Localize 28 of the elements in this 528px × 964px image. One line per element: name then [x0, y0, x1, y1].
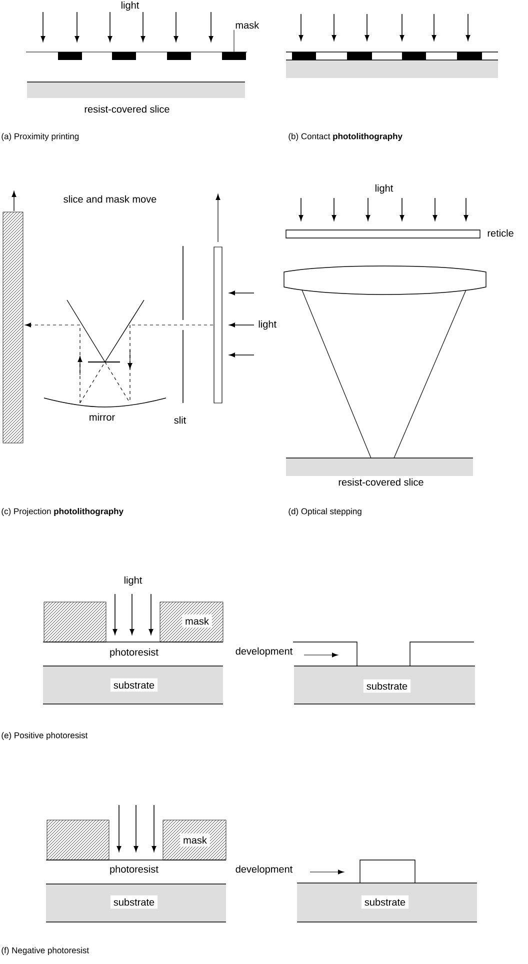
label: substrate — [110, 678, 158, 692]
label: photoresist — [110, 648, 158, 658]
label: reticle — [488, 229, 514, 237]
label: light — [258, 320, 276, 330]
caption: (e) Positive photoresist — [2, 732, 88, 740]
label: substrate — [110, 895, 158, 909]
label: development — [236, 647, 293, 657]
label: substrate — [363, 679, 411, 693]
label: slit — [174, 416, 186, 424]
label: mirror — [90, 413, 115, 421]
label: photoresist — [110, 865, 158, 875]
label: light — [122, 1, 140, 11]
label: resist-covered slice — [84, 105, 170, 113]
caption: (b) Contact photolithography — [288, 133, 402, 141]
label: resist-covered slice — [338, 478, 424, 486]
label: substrate — [361, 895, 409, 909]
label: mask — [236, 21, 260, 29]
label: light — [124, 576, 142, 586]
label: light — [376, 184, 394, 194]
caption: (f) Negative photoresist — [2, 947, 89, 955]
label: slice and mask move — [64, 195, 156, 203]
caption: (d) Optical stepping — [288, 508, 362, 516]
label: mask — [182, 614, 212, 628]
mask-bar — [222, 52, 246, 60]
caption: (a) Proximity printing — [2, 133, 79, 141]
caption: (c) Projection photolithography — [2, 508, 124, 516]
label: development — [236, 865, 293, 875]
label: mask — [180, 833, 210, 847]
